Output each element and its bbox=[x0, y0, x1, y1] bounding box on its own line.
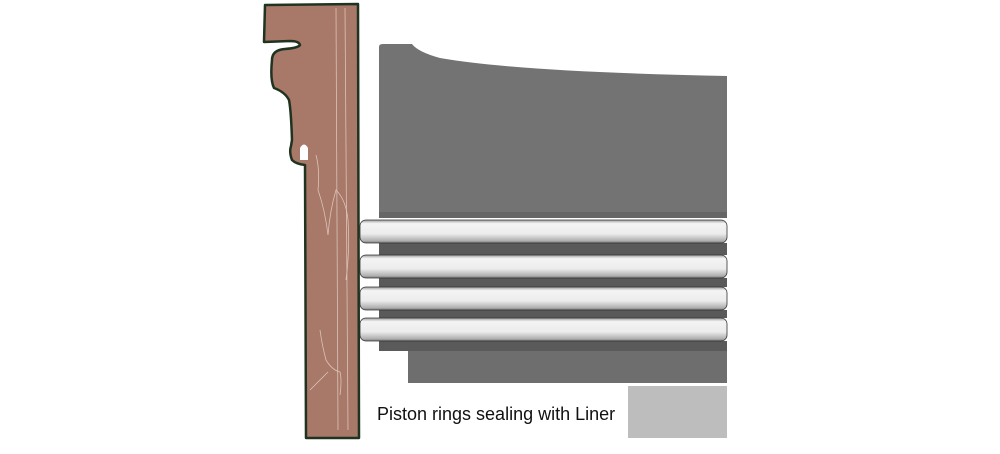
diagram-caption: Piston rings sealing with Liner bbox=[377, 404, 616, 424]
piston-rings bbox=[359, 219, 728, 342]
piston-crown-shade bbox=[379, 212, 727, 218]
piston-ring-1 bbox=[359, 219, 728, 244]
piston-ring-3 bbox=[359, 286, 728, 311]
cylinder-liner bbox=[262, 2, 361, 440]
piston-skirt bbox=[408, 351, 727, 383]
piston-ring-2 bbox=[359, 254, 728, 279]
piston-ring-4 bbox=[359, 317, 728, 342]
liner-highlights bbox=[309, 7, 350, 431]
ring-lands bbox=[379, 243, 727, 351]
connecting-rod-block bbox=[628, 386, 727, 438]
liner-oil-hole bbox=[300, 144, 308, 160]
piston-crown bbox=[379, 44, 727, 218]
